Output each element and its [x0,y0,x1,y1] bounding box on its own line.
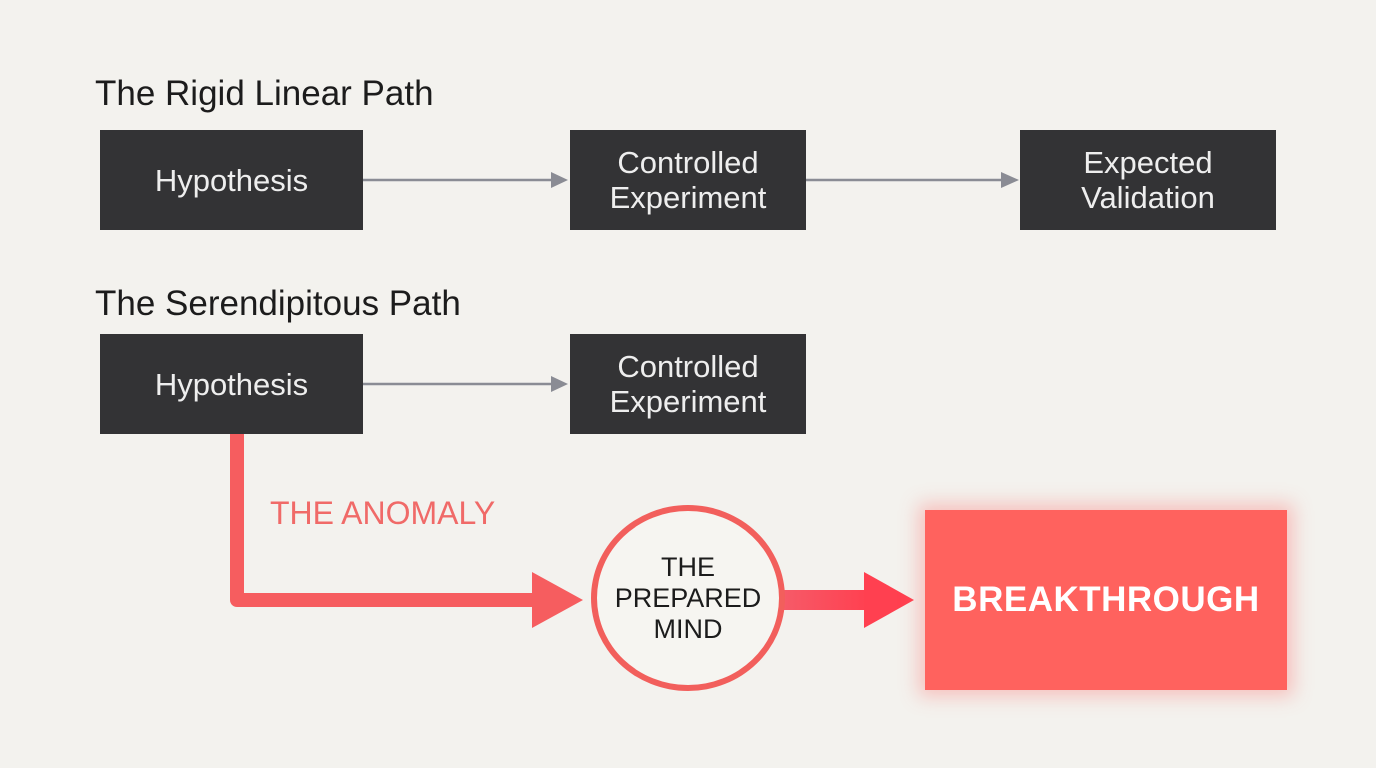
serendipitous-experiment-label-line1: Controlled [617,349,759,384]
serendipitous-path-title: The Serendipitous Path [95,284,461,323]
anomaly-label: THE ANOMALY [270,495,496,531]
linear-validation-label-line2: Validation [1081,180,1215,215]
serendipitous-experiment-label-line2: Experiment [609,384,767,419]
breakthrough-label: BREAKTHROUGH [952,580,1260,619]
serendipitous-hypothesis-box: Hypothesis [100,334,363,434]
linear-experiment-label-line1: Controlled [617,145,759,180]
serendipitous-controlled-experiment-box: Controlled Experiment [570,334,806,434]
linear-expected-validation-box: Expected Validation [1020,130,1276,230]
linear-controlled-experiment-box: Controlled Experiment [570,130,806,230]
serendipitous-hypothesis-label: Hypothesis [154,366,309,402]
linear-experiment-label-line2: Experiment [609,180,767,215]
linear-hypothesis-label: Hypothesis [154,162,309,198]
linear-validation-label-line1: Expected [1083,145,1213,180]
arrow-serendipitous-hypothesis-to-experiment [363,376,568,392]
breakthrough-box: BREAKTHROUGH [925,510,1287,690]
arrow-linear-hypothesis-to-experiment [363,172,568,188]
prepared-mind-circle: THE PREPARED MIND [591,505,785,691]
mind-to-breakthrough-arrow [784,572,914,628]
prepared-mind-label-line1: THE [660,551,715,582]
anomaly-arrow [230,434,583,628]
prepared-mind-label-line2: PREPARED [614,582,762,613]
linear-hypothesis-box: Hypothesis [100,130,363,230]
prepared-mind-label-line3: MIND [653,613,723,644]
linear-path-title: The Rigid Linear Path [95,74,434,113]
arrow-linear-experiment-to-validation [806,172,1019,188]
